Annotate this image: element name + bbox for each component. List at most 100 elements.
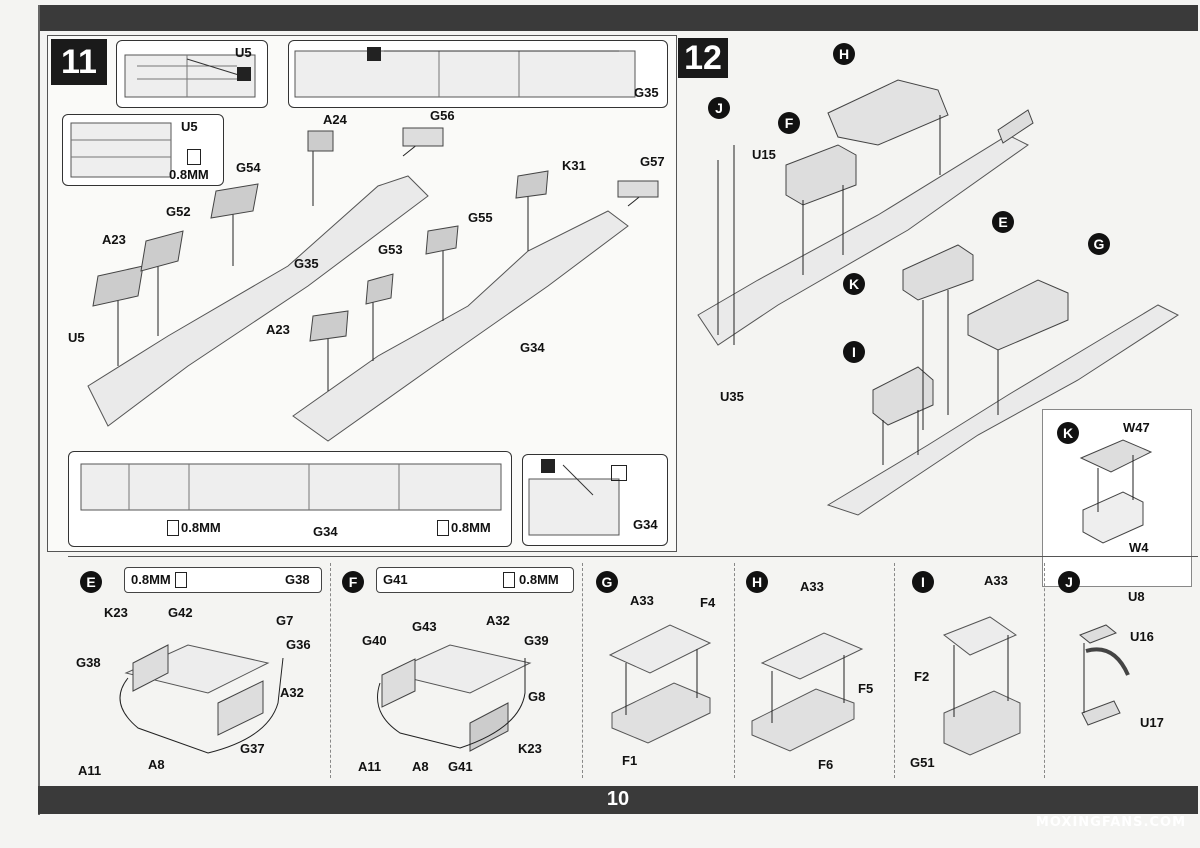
label-u5-low: U5 — [68, 330, 85, 345]
label-g35-main: G35 — [294, 256, 319, 271]
label-h-f5: F5 — [858, 681, 874, 696]
label-mm-left: 0.8MM — [181, 520, 221, 535]
subassembly-i: I A33 F2 G51 — [894, 563, 1045, 778]
label-e-k23: K23 — [104, 605, 128, 620]
label-w4: W4 — [1129, 540, 1149, 555]
label-u35: U35 — [720, 389, 744, 404]
drill-icon — [175, 572, 187, 588]
watermark: MOXINGFANS.COM — [1035, 815, 1186, 830]
circle-label-e-sub: E — [80, 571, 102, 593]
label-g34-bottom: G34 — [313, 524, 338, 539]
label-h-a33: A33 — [800, 579, 824, 594]
subassembly-g: G A33 F4 F1 — [582, 563, 735, 778]
label-e-g7: G7 — [276, 613, 294, 628]
circle-label-e: E — [992, 211, 1014, 233]
u5-detail-drawing — [124, 54, 256, 98]
subassembly-e: E 0.8MM G38 K23 G42 G7 G36 G38 A32 G37 A… — [68, 563, 331, 778]
inset-g34-bottom: 0.8MM G34 0.8MM — [68, 451, 512, 547]
e-drill-note: 0.8MM G38 — [124, 567, 322, 593]
circle-label-g-sub: G — [596, 571, 618, 593]
label-u5-top: U5 — [235, 45, 252, 60]
j-assembly-drawing — [1079, 624, 1130, 726]
label-g57: G57 — [640, 154, 665, 169]
label-g-a33: A33 — [630, 593, 654, 608]
label-h-f6: F6 — [818, 757, 834, 772]
circle-label-g: G — [1088, 233, 1110, 255]
g35-detail-drawing — [294, 50, 636, 98]
label-f-g39: G39 — [524, 633, 549, 648]
label-f-k23: K23 — [518, 741, 542, 756]
label-e-mm: 0.8MM — [131, 572, 171, 587]
label-g56: G56 — [430, 108, 455, 123]
trim-icon — [367, 47, 381, 61]
step-12-assembly-drawing — [697, 79, 1180, 516]
label-f-g41: G41 — [448, 759, 473, 774]
label-e-a11: A11 — [78, 763, 102, 778]
label-a23-left: A23 — [102, 232, 126, 247]
drill-icon — [187, 149, 201, 165]
drill-icon — [167, 520, 179, 536]
u5-mid-drawing — [70, 122, 172, 178]
label-g52: G52 — [166, 204, 191, 219]
label-a23-right: A23 — [266, 322, 290, 337]
label-f-g8: G8 — [528, 689, 546, 704]
circle-label-h: H — [833, 43, 855, 65]
subassembly-h: H A33 F5 F6 — [734, 563, 895, 778]
inset-u5-mid: U5 0.8MM — [62, 114, 224, 186]
circle-label-j-sub: J — [1058, 571, 1080, 593]
circle-label-k: K — [843, 273, 865, 295]
label-f-g40: G40 — [362, 633, 387, 648]
inset-u5-top: U5 — [116, 40, 268, 108]
label-e-g42: G42 — [168, 605, 193, 620]
i-assembly-drawing — [942, 616, 1021, 756]
circle-label-i: I — [843, 341, 865, 363]
label-g55: G55 — [468, 210, 493, 225]
label-mm-right: 0.8MM — [451, 520, 491, 535]
f-drill-note: G41 0.8MM — [376, 567, 574, 593]
drill-icon — [503, 572, 515, 588]
g34-detail-drawing — [528, 464, 620, 536]
label-j-u8: U8 — [1128, 589, 1145, 604]
label-f-a32: A32 — [486, 613, 510, 628]
inset-g34-detail: G34 — [522, 454, 668, 546]
step-11-panel: 11 U5 G35 U5 0.8MM — [47, 35, 677, 552]
label-g-f1: F1 — [622, 753, 638, 768]
label-i-g51: G51 — [910, 755, 935, 770]
label-g35-inset: G35 — [634, 85, 659, 100]
label-g34-main: G34 — [520, 340, 545, 355]
label-j-u16: U16 — [1130, 629, 1154, 644]
label-a24: A24 — [323, 112, 347, 127]
label-g54: G54 — [236, 160, 261, 175]
label-f-a11: A11 — [358, 759, 382, 774]
label-u5-mid: U5 — [181, 119, 198, 134]
label-e-g38: G38 — [76, 655, 101, 670]
f-assembly-drawing — [377, 644, 532, 752]
label-i-a33: A33 — [984, 573, 1008, 588]
attach-icon — [611, 465, 627, 481]
circle-label-f-sub: F — [342, 571, 364, 593]
label-g34-inset: G34 — [633, 517, 658, 532]
trim-icon — [541, 459, 555, 473]
g34-bottom-drawing — [80, 463, 502, 511]
inset-k: K W47 W4 — [1042, 409, 1192, 587]
inset-g35: G35 — [288, 40, 668, 108]
drill-icon — [437, 520, 449, 536]
label-g53: G53 — [378, 242, 403, 257]
label-w47: W47 — [1123, 420, 1150, 435]
label-f-a8: A8 — [412, 759, 429, 774]
label-i-f2: F2 — [914, 669, 930, 684]
page-number: 10 — [606, 788, 630, 810]
bottom-bar: 10 — [38, 786, 1198, 814]
binding-edge — [38, 5, 40, 815]
circle-label-f: F — [778, 112, 800, 134]
subassembly-j: J U8 U16 U17 — [1044, 563, 1184, 778]
label-e-a8: A8 — [148, 757, 165, 772]
subassembly-f: F G41 0.8MM A32 G43 G40 G39 G8 K23 A11 A… — [330, 563, 583, 778]
g-assembly-drawing — [608, 624, 712, 744]
label-mm-u5: 0.8MM — [169, 167, 209, 182]
e-assembly-drawing — [119, 644, 284, 754]
step-12-number: 12 — [678, 38, 728, 78]
label-e-a32: A32 — [280, 685, 304, 700]
trim-icon — [237, 67, 251, 81]
h-assembly-drawing — [751, 632, 864, 752]
